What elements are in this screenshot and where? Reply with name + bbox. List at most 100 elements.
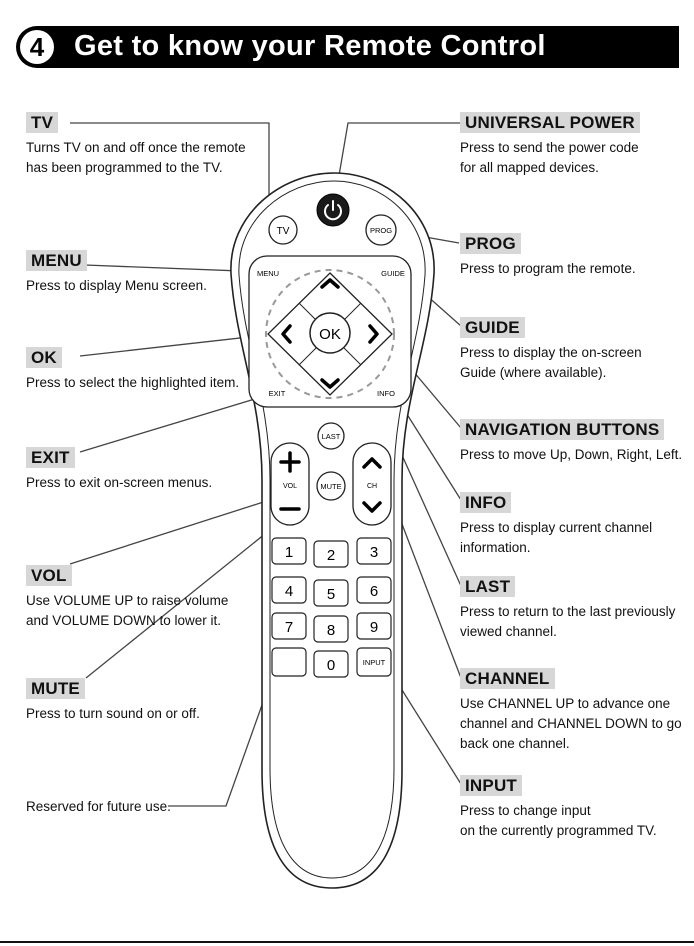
annotation-input: INPUT Press to change input on the curre… — [460, 775, 657, 841]
channel-rocker[interactable]: CH — [352, 442, 392, 526]
power-icon — [324, 204, 342, 221]
key-6[interactable]: 6 — [356, 576, 392, 604]
annotation-mute: MUTE Press to turn sound on or off. — [26, 678, 200, 724]
annotation-guide-desc: Press to display the on-screen Guide (wh… — [460, 345, 642, 380]
leader-line-universal-power — [335, 122, 461, 194]
annotation-channel: CHANNEL Use CHANNEL UP to advance one ch… — [460, 668, 682, 754]
nav-right-arrow-icon[interactable] — [368, 324, 379, 344]
info-button[interactable]: INFO — [377, 389, 395, 398]
nav-down-arrow-icon[interactable] — [320, 378, 340, 389]
annotation-tv: TV Turns TV on and off once the remote h… — [26, 112, 246, 178]
section-header: 4 Get to know your Remote Control — [16, 26, 679, 68]
annotation-exit: EXIT Press to exit on-screen menus. — [26, 447, 212, 493]
leader-line-channel — [391, 497, 462, 679]
mute-button-label: MUTE — [320, 482, 341, 491]
annotation-navigation-desc: Press to move Up, Down, Right, Left. — [460, 447, 683, 462]
svg-text:6: 6 — [370, 583, 378, 600]
annotation-info-title: INFO — [460, 492, 512, 513]
key-5[interactable]: 5 — [313, 579, 349, 607]
footer-rule — [0, 941, 694, 943]
annotation-universal-power: UNIVERSAL POWER Press to send the power … — [460, 112, 640, 178]
annotation-navigation-title: NAVIGATION BUTTONS — [460, 419, 665, 440]
svg-text:4: 4 — [285, 583, 293, 600]
leader-line-info — [397, 399, 462, 501]
annotation-info: INFO Press to display current channel in… — [460, 492, 652, 558]
annotation-prog-title: PROG — [460, 233, 521, 254]
annotation-menu: MENU Press to display Menu screen. — [26, 250, 207, 296]
annotation-prog-desc: Press to program the remote. — [460, 261, 636, 276]
last-button[interactable]: LAST — [317, 422, 345, 450]
annotation-universal-power-title: UNIVERSAL POWER — [460, 112, 640, 133]
annotation-last: LAST Press to return to the last previou… — [460, 576, 675, 642]
annotation-reserved: Reserved for future use. — [26, 792, 171, 817]
annotation-channel-desc: Use CHANNEL UP to advance one channel an… — [460, 696, 682, 751]
ok-button-label: OK — [319, 326, 341, 343]
key-3[interactable]: 3 — [356, 537, 392, 565]
leader-line-exit — [79, 397, 259, 453]
annotation-guide-title: GUIDE — [460, 317, 525, 338]
last-button-label: LAST — [322, 432, 341, 441]
svg-text:INPUT: INPUT — [363, 658, 386, 667]
section-title: Get to know your Remote Control — [74, 30, 546, 62]
channel-up-icon — [362, 457, 382, 469]
svg-text:7: 7 — [285, 619, 293, 636]
svg-text:3: 3 — [370, 544, 378, 561]
svg-text:0: 0 — [327, 657, 335, 674]
exit-button[interactable]: EXIT — [269, 389, 286, 398]
key-4[interactable]: 4 — [271, 576, 307, 604]
input-button[interactable]: INPUT — [356, 647, 392, 677]
annotation-ok-title: OK — [26, 347, 62, 368]
tv-button-label: TV — [277, 226, 290, 237]
key-8[interactable]: 8 — [313, 615, 349, 643]
annotation-mute-title: MUTE — [26, 678, 85, 699]
annotation-input-desc: Press to change input on the currently p… — [460, 803, 657, 838]
navigation-pad: MENU GUIDE EXIT INFO OK — [248, 255, 412, 408]
annotation-last-desc: Press to return to the last previously v… — [460, 604, 676, 639]
channel-down-icon — [362, 501, 382, 513]
ok-button[interactable] — [309, 312, 351, 354]
ch-label: CH — [367, 483, 377, 490]
leader-line-input — [391, 673, 462, 785]
vol-label: VOL — [283, 483, 297, 490]
annotation-prog: PROG Press to program the remote. — [460, 233, 636, 279]
annotation-ok: OK Press to select the highlighted item. — [26, 347, 239, 393]
leader-line-last — [391, 432, 462, 587]
prog-button-label: PROG — [370, 226, 392, 235]
svg-text:8: 8 — [327, 622, 335, 639]
prog-button[interactable]: PROG — [365, 214, 397, 246]
tv-button[interactable]: TV — [268, 215, 298, 245]
leader-line-vol — [69, 496, 280, 565]
annotation-info-desc: Press to display current channel informa… — [460, 520, 653, 555]
nav-up-arrow-icon[interactable] — [320, 278, 340, 289]
remote-body-inner — [238, 180, 426, 879]
nav-left-arrow-icon[interactable] — [281, 324, 292, 344]
universal-power-button[interactable] — [316, 193, 350, 227]
leader-line-tv — [70, 122, 270, 212]
annotation-reserved-desc: Reserved for future use. — [26, 799, 171, 814]
annotation-ok-desc: Press to select the highlighted item. — [26, 375, 240, 390]
number-keypad: 1 2 3 4 5 6 7 8 9 0 INPUT — [271, 537, 392, 678]
annotation-channel-title: CHANNEL — [460, 668, 555, 689]
key-2[interactable]: 2 — [313, 540, 349, 568]
svg-text:1: 1 — [285, 544, 293, 561]
annotation-menu-desc: Press to display Menu screen. — [26, 278, 207, 293]
key-7[interactable]: 7 — [271, 612, 307, 640]
annotation-vol-title: VOL — [26, 565, 72, 586]
annotation-tv-title: TV — [26, 112, 59, 133]
guide-button[interactable]: GUIDE — [381, 269, 405, 278]
annotation-mute-desc: Press to turn sound on or off. — [26, 706, 200, 721]
annotation-vol-desc: Use VOLUME UP to raise volume and VOLUME… — [26, 593, 229, 628]
reserved-button[interactable] — [271, 647, 307, 677]
annotation-exit-title: EXIT — [26, 447, 75, 468]
annotation-exit-desc: Press to exit on-screen menus. — [26, 475, 213, 490]
annotation-guide: GUIDE Press to display the on-screen Gui… — [460, 317, 642, 383]
mute-button[interactable]: MUTE — [316, 471, 346, 501]
annotation-navigation: NAVIGATION BUTTONS Press to move Up, Dow… — [460, 419, 682, 465]
volume-rocker[interactable]: VOL — [270, 442, 310, 526]
menu-button[interactable]: MENU — [257, 269, 279, 278]
annotation-vol: VOL Use VOLUME UP to raise volume and VO… — [26, 565, 228, 631]
key-1[interactable]: 1 — [271, 537, 307, 565]
key-0[interactable]: 0 — [313, 650, 349, 678]
svg-text:9: 9 — [370, 619, 378, 636]
key-9[interactable]: 9 — [356, 612, 392, 640]
